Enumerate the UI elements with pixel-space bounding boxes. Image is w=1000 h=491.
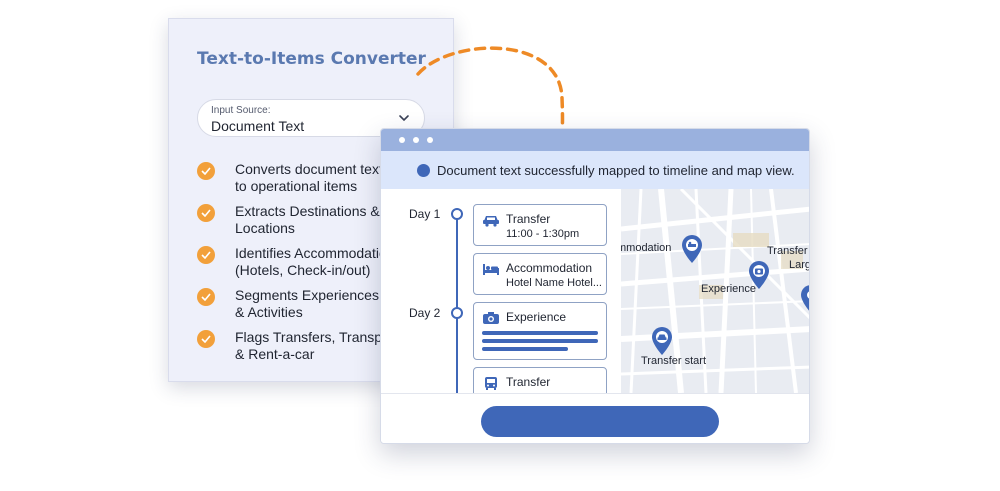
feature-line: (Hotels, Check-in/out) — [235, 262, 371, 278]
feature-item: Segments Experiences & Activities — [197, 287, 455, 329]
primary-action-button[interactable] — [481, 406, 719, 437]
card-title: Accommodation — [506, 261, 593, 275]
status-dot-icon — [417, 164, 430, 177]
check-icon — [197, 288, 215, 306]
action-bar — [381, 393, 809, 443]
feature-line: Flags Transfers, Transport — [235, 329, 399, 345]
window-titlebar — [381, 129, 809, 151]
text-placeholder-bar — [482, 339, 598, 343]
map-label: Transfer s — [767, 245, 809, 257]
feature-line: Converts document text — [235, 161, 383, 177]
bus-icon — [485, 377, 497, 390]
camera-icon — [483, 312, 499, 324]
text-placeholder-bar — [482, 331, 598, 335]
card-title: Experience — [506, 310, 567, 324]
feature-item: Flags Transfers, Transport & Rent-a-car — [197, 329, 455, 371]
feature-line: & Rent-a-car — [235, 346, 315, 362]
timeline-card-transfer[interactable]: Transfer 11:00 - 1:30pm — [473, 204, 607, 246]
timeline-line — [456, 213, 458, 393]
input-source-value: Document Text — [211, 118, 305, 134]
check-icon — [197, 162, 215, 180]
day-label: Day 1 — [409, 207, 441, 221]
input-source-label: Input Source: — [211, 105, 271, 116]
feature-item: Converts document text to operational it… — [197, 161, 455, 203]
map-label: Transfer start — [641, 355, 706, 367]
window-dot — [413, 137, 419, 143]
feature-line: Locations — [235, 220, 295, 236]
location-pin-icon[interactable] — [799, 284, 810, 314]
result-window: Document text successfully mapped to tim… — [380, 128, 810, 444]
feature-item: Identifies Accommodation (Hotels, Check-… — [197, 245, 455, 287]
check-icon — [197, 246, 215, 264]
map-view[interactable]: mmodation Transfer s Large Experience Tr… — [621, 189, 810, 393]
timeline-card-transfer[interactable]: Transfer — [473, 367, 607, 393]
feature-line: Identifies Accommodation — [235, 245, 395, 261]
feature-line: & Activities — [235, 304, 303, 320]
map-label: mmodation — [621, 242, 672, 254]
timeline-card-accommodation[interactable]: Accommodation Hotel Name Hotel... — [473, 253, 607, 295]
map-streets — [621, 189, 809, 393]
camera-pin-icon[interactable] — [747, 260, 771, 290]
car-icon — [483, 216, 499, 227]
window-dot — [399, 137, 405, 143]
card-title: Transfer — [506, 375, 551, 389]
check-icon — [197, 204, 215, 222]
timeline-card-experience[interactable]: Experience — [473, 302, 607, 360]
feature-line: Extracts Destinations & — [235, 203, 380, 219]
card-subtitle: 11:00 - 1:30pm — [506, 228, 580, 240]
text-placeholder-bar — [482, 347, 568, 351]
timeline-node — [451, 208, 463, 220]
map-label: Large — [789, 259, 809, 271]
window-dot — [427, 137, 433, 143]
converter-title: Text-to-Items Converter — [197, 49, 426, 69]
timeline-node — [451, 307, 463, 319]
card-title: Transfer — [506, 212, 551, 226]
chevron-down-icon[interactable] — [398, 112, 410, 124]
card-subtitle: Hotel Name Hotel... — [506, 277, 602, 289]
feature-line: to operational items — [235, 178, 358, 194]
bed-pin-icon[interactable] — [680, 234, 704, 264]
bed-icon — [483, 264, 499, 275]
success-message: Document text successfully mapped to tim… — [437, 163, 795, 178]
day-label: Day 2 — [409, 306, 441, 320]
success-banner: Document text successfully mapped to tim… — [381, 151, 809, 189]
feature-line: Segments Experiences — [235, 287, 379, 303]
car-pin-icon[interactable] — [650, 326, 674, 356]
feature-list: Converts document text to operational it… — [197, 161, 455, 371]
map-label: Experience — [701, 283, 757, 295]
feature-item: Extracts Destinations & Locations — [197, 203, 455, 245]
timeline-view: Day 1 Day 2 Transfer 11:00 - 1:30pm — [381, 189, 621, 393]
check-icon — [197, 330, 215, 348]
